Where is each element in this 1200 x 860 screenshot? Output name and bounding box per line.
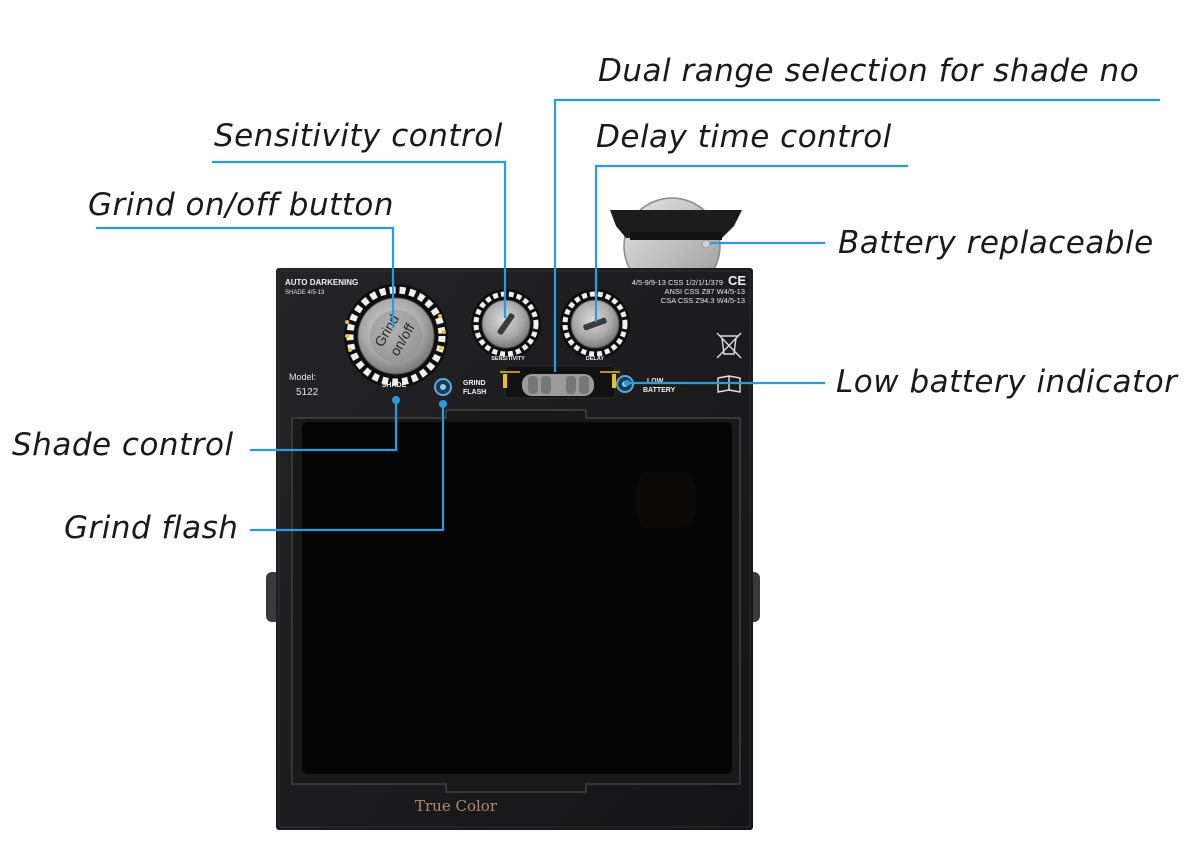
cert-line-2: ANSI CSS Z87 W4/5-13 — [665, 287, 745, 296]
panel-shade-range: SHADE 4/5-13 — [285, 290, 325, 296]
delay-knob[interactable] — [560, 289, 630, 359]
model-value: 5122 — [296, 387, 319, 398]
callout-delay: Delay time control — [596, 119, 892, 155]
grind-flash-led — [434, 378, 452, 396]
cert-line-3: CSA CSS Z94.3 W4/5-13 — [661, 296, 745, 305]
low-battery-led — [616, 375, 634, 393]
delay-label: DELAY — [586, 356, 604, 362]
cert-line-1: 4/5-9/9-13 CSS 1/2/1/1/379 — [632, 278, 723, 287]
grind-flash-label-1: GRIND — [463, 380, 486, 387]
model-label: Model: — [289, 372, 316, 382]
manual-book-icon — [717, 375, 741, 393]
callout-battery-replaceable: Battery replaceable — [838, 225, 1154, 261]
grind-flash-label-2: FLASH — [463, 389, 486, 396]
dual-range-switch[interactable] — [500, 365, 620, 399]
callout-low-battery: Low battery indicator — [836, 364, 1178, 400]
callout-dual-range: Dual range selection for shade no — [598, 53, 1140, 89]
callout-shade-control: Shade control — [12, 427, 234, 463]
panel-title: AUTO DARKENING — [285, 278, 358, 287]
callout-grind-flash: Grind flash — [64, 510, 239, 546]
callout-sensitivity: Sensitivity control — [214, 118, 503, 154]
ce-mark: CE — [728, 273, 746, 288]
sensitivity-knob[interactable] — [471, 289, 541, 359]
lens-frame — [291, 409, 741, 793]
sensitivity-label: SENSITIVITY — [491, 356, 525, 362]
shade-knob[interactable]: Grind on/off — [344, 284, 448, 388]
shade-label: SHADE — [382, 382, 407, 389]
low-battery-label-1: LOW — [647, 378, 664, 385]
low-battery-label-2: BATTERY — [643, 387, 676, 394]
true-color-label: True Color — [415, 797, 498, 815]
callout-grind-button: Grind on/off button — [88, 187, 395, 223]
